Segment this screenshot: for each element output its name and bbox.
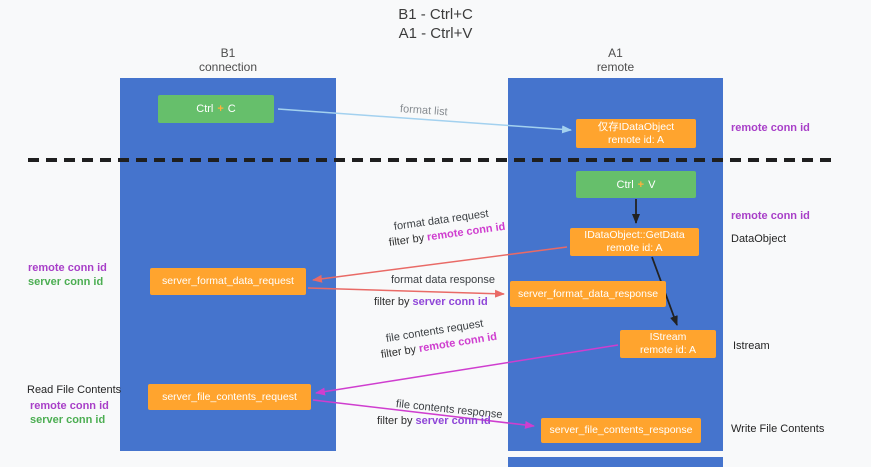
annotation-remote-conn-id-right-2: remote conn id — [731, 210, 810, 222]
node-ctrl-v: Ctrl+V — [576, 171, 696, 198]
annotation-server-conn-id-left-2: server conn id — [30, 414, 106, 426]
idataobject-title: 仅存IDataObject — [597, 120, 675, 133]
label-format-list: format list — [399, 103, 448, 119]
arrow-format-data-response — [307, 287, 505, 298]
istream-title: IStream — [649, 331, 687, 343]
lane-header-a1: A1 remote — [508, 46, 723, 74]
node-istream: IStream remote id: A — [620, 330, 716, 358]
server-conn-id-text: server conn id — [412, 296, 488, 308]
server-file-contents-request-label: server_file_contents_request — [162, 390, 297, 403]
server-format-data-request-label: server_format_data_request — [162, 275, 294, 287]
annotation-istream: Istream — [733, 340, 770, 352]
node-server-file-contents-request: server_file_contents_request — [148, 384, 311, 410]
label-filter-by-server-conn-id-1: filter by server conn id — [374, 296, 488, 308]
diagram-title: B1 - Ctrl+C A1 - Ctrl+V — [0, 5, 871, 43]
filter-by-text: filter by — [380, 343, 420, 361]
server-file-contents-response-label: server_file_contents_response — [549, 424, 693, 436]
annotation-read-file-contents: Read File Contents — [27, 384, 122, 396]
server-conn-id-text: server conn id — [415, 415, 491, 427]
plus-icon: + — [637, 178, 645, 191]
server-format-data-response-label: server_format_data_response — [517, 287, 659, 300]
annotation-dataobject: DataObject — [731, 233, 787, 245]
title-line-2: A1 - Ctrl+V — [398, 25, 473, 42]
node-server-format-data-request: server_format_data_request — [150, 268, 306, 295]
getdata-remote-id: remote id: A — [606, 242, 663, 254]
idataobject-remote-id: remote id: A — [607, 133, 665, 146]
lane-b1-name: B1 — [220, 46, 236, 60]
ctrl-c-key: Ctrl — [196, 103, 214, 115]
lane-a1-subtitle: remote — [596, 60, 635, 74]
lane-a1-continuation — [508, 457, 723, 467]
lane-b1-subtitle: connection — [198, 60, 258, 74]
lane-header-b1: B1 connection — [120, 46, 336, 74]
node-idataobject: 仅存IDataObject remote id: A — [576, 119, 696, 148]
annotation-remote-conn-id-left-1: remote conn id — [28, 262, 107, 274]
label-format-data-response: format data response — [391, 274, 495, 286]
node-server-file-contents-response: server_file_contents_response — [541, 418, 701, 443]
annotation-remote-conn-id-right-1: remote conn id — [731, 122, 810, 134]
label-filter-by-server-conn-id-2: filter by server conn id — [377, 415, 491, 427]
ctrl-v-key: Ctrl — [616, 178, 634, 191]
node-ctrl-c-label: Ctrl+C — [196, 103, 236, 115]
node-ctrl-v-label: Ctrl+V — [617, 179, 656, 191]
ctrl-v-letter: V — [648, 178, 656, 191]
lane-a1-name: A1 — [608, 46, 623, 60]
annotation-server-conn-id-left-1: server conn id — [28, 276, 104, 288]
getdata-title: IDataObject::GetData — [584, 229, 685, 241]
filter-by-text: filter by — [377, 415, 416, 427]
filter-by-text: filter by — [388, 231, 428, 249]
plus-icon: + — [217, 103, 224, 115]
ctrl-c-letter: C — [227, 103, 236, 115]
annotation-remote-conn-id-left-2: remote conn id — [30, 400, 109, 412]
node-ctrl-c: Ctrl+C — [158, 95, 274, 123]
filter-by-text: filter by — [374, 296, 413, 308]
istream-remote-id: remote id: A — [639, 344, 697, 356]
annotation-write-file-contents: Write File Contents — [731, 423, 825, 435]
node-server-format-data-response: server_format_data_response — [510, 281, 666, 307]
title-line-1: B1 - Ctrl+C — [398, 6, 473, 23]
node-idataobject-getdata: IDataObject::GetData remote id: A — [570, 228, 699, 256]
